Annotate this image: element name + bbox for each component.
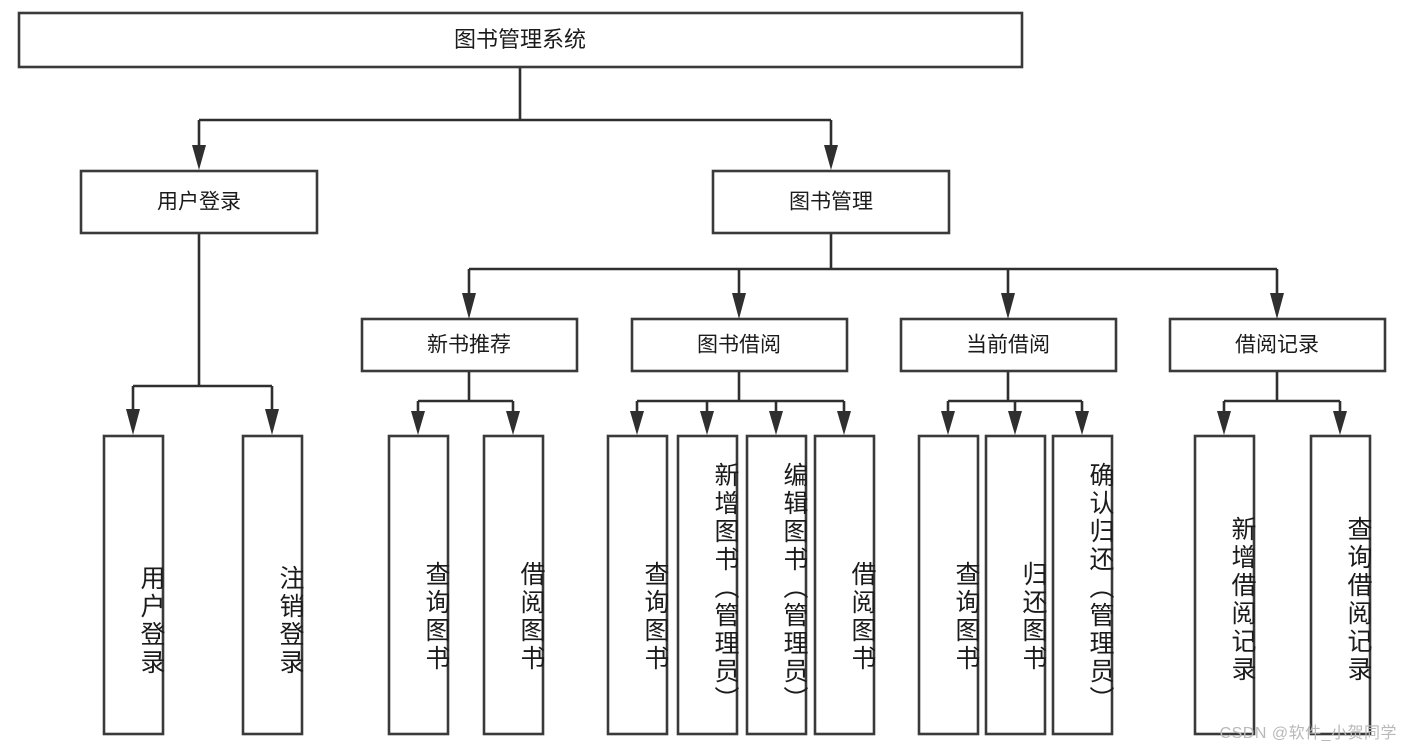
node-user-login-label: 用户登录 — [157, 191, 241, 214]
node-borrow-record[interactable]: 借阅记录 — [1168, 317, 1387, 373]
arrow-to-leaf-query-book-2-icon — [630, 411, 644, 435]
node-leaf-logout[interactable] — [241, 434, 304, 736]
node-leaf-add-record[interactable] — [1193, 434, 1256, 736]
arrow-to-user-login-icon — [192, 145, 206, 170]
node-borrow-record-label: 借阅记录 — [1235, 334, 1319, 357]
node-leaf-query-book-3[interactable] — [917, 434, 980, 736]
node-leaf-borrow-book-2[interactable] — [813, 434, 876, 736]
node-book-manage[interactable]: 图书管理 — [711, 169, 951, 235]
arrow-to-new-book-rec-icon — [462, 293, 476, 319]
arrow-to-leaf-query-book-3-icon — [941, 411, 955, 435]
node-leaf-query-record[interactable] — [1309, 434, 1372, 736]
node-book-borrow[interactable]: 图书借阅 — [630, 317, 849, 373]
node-book-manage-label: 图书管理 — [789, 191, 873, 214]
arrow-to-borrow-record-icon — [1270, 293, 1284, 319]
arrow-to-leaf-query-book-1-icon — [411, 411, 425, 435]
node-current-borrow-label: 当前借阅 — [966, 334, 1050, 357]
arrow-to-leaf-logout-icon — [265, 409, 279, 435]
node-root-label: 图书管理系统 — [454, 27, 586, 52]
node-leaf-confirm-return[interactable] — [1051, 434, 1114, 736]
arrow-to-leaf-borrow-book-2-icon — [837, 411, 851, 435]
node-leaf-edit-book[interactable] — [745, 434, 808, 736]
node-new-book-rec[interactable]: 新书推荐 — [360, 317, 579, 373]
arrow-to-book-borrow-icon — [732, 293, 746, 319]
nodes-layer: 图书管理系统 用户登录 图书管理 新书推荐 图书借阅 当前 — [17, 11, 1387, 736]
node-root[interactable]: 图书管理系统 — [17, 11, 1024, 69]
arrow-to-leaf-add-record-icon — [1217, 411, 1231, 435]
arrow-to-book-manage-icon — [824, 145, 838, 170]
node-book-borrow-label: 图书借阅 — [697, 334, 781, 357]
node-new-book-rec-label: 新书推荐 — [427, 334, 511, 357]
arrow-to-leaf-edit-book-icon — [769, 411, 783, 435]
arrow-to-current-borrow-icon — [1001, 293, 1015, 319]
node-user-login[interactable]: 用户登录 — [79, 169, 319, 235]
node-leaf-query-book-1[interactable] — [387, 434, 450, 736]
node-current-borrow[interactable]: 当前借阅 — [899, 317, 1118, 373]
arrow-to-leaf-confirm-return-icon — [1075, 411, 1089, 435]
node-leaf-user-login[interactable] — [102, 434, 165, 736]
arrow-to-leaf-query-record-icon — [1333, 411, 1347, 435]
node-leaf-add-book[interactable] — [676, 434, 739, 736]
edges-layer — [126, 67, 1347, 435]
arrow-to-leaf-return-book-icon — [1008, 411, 1022, 435]
node-leaf-borrow-book-1[interactable] — [482, 434, 545, 736]
csdn-watermark: CSDN @软件_小贺同学 — [1219, 725, 1397, 742]
arrow-to-leaf-user-login-icon — [126, 409, 140, 435]
node-leaf-return-book[interactable] — [984, 434, 1047, 736]
arrow-to-leaf-borrow-book-1-icon — [506, 411, 520, 435]
node-leaf-query-book-2[interactable] — [606, 434, 669, 736]
arrow-to-leaf-add-book-icon — [700, 411, 714, 435]
